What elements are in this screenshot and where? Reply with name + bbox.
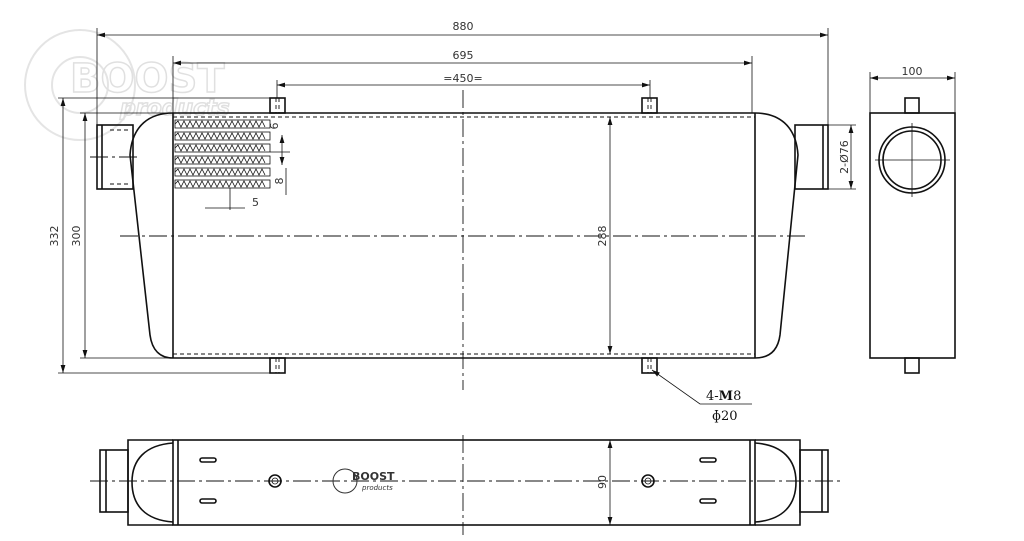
callout-thread-prefix: 4-	[706, 389, 719, 404]
dim-depth: 100	[902, 65, 923, 78]
outlet-pipe	[794, 124, 829, 190]
bottom-view: BOOST products 90	[90, 435, 840, 535]
bottom-logo-brand: BOOST	[352, 470, 395, 483]
bottom-logo-sub: products	[361, 484, 393, 492]
mount-callout: 4-M8 ɸ20	[651, 369, 752, 424]
callout-spacing: ɸ20	[712, 409, 738, 424]
dim-tube-height: 8	[273, 178, 286, 185]
dim-fin-pitch: 6	[268, 123, 281, 130]
callout-thread-size: 8	[733, 389, 741, 404]
slots	[199, 457, 717, 504]
callout-thread-bold: M	[719, 389, 733, 404]
dim-overall-width: 880	[453, 20, 474, 33]
right-end-tank	[754, 112, 799, 359]
dim-core-height: 288	[596, 226, 609, 247]
watermark-logo: BOOST products	[24, 29, 231, 141]
front-view: 880 695 =450= 332 300 288 2-Ø76 6 8 5 4-…	[48, 20, 856, 424]
side-view: 100	[869, 65, 956, 374]
mount-holes	[268, 474, 655, 488]
dim-tank-height: 300	[70, 226, 83, 247]
dim-overall-height: 332	[48, 226, 61, 247]
dim-core-width: 695	[453, 49, 474, 62]
left-end-tank	[129, 112, 174, 359]
dim-pipe-diameter: 2-Ø76	[838, 140, 851, 174]
mounting-tabs	[269, 97, 658, 374]
dim-mount-spacing: =450=	[443, 72, 482, 85]
dim-fin-depth: 5	[252, 196, 259, 209]
svg-text:4-M8: 4-M8	[706, 389, 741, 404]
dim-core-thickness: 90	[596, 475, 609, 489]
bottom-logo: BOOST products	[332, 468, 395, 494]
fin-detail	[174, 119, 271, 189]
